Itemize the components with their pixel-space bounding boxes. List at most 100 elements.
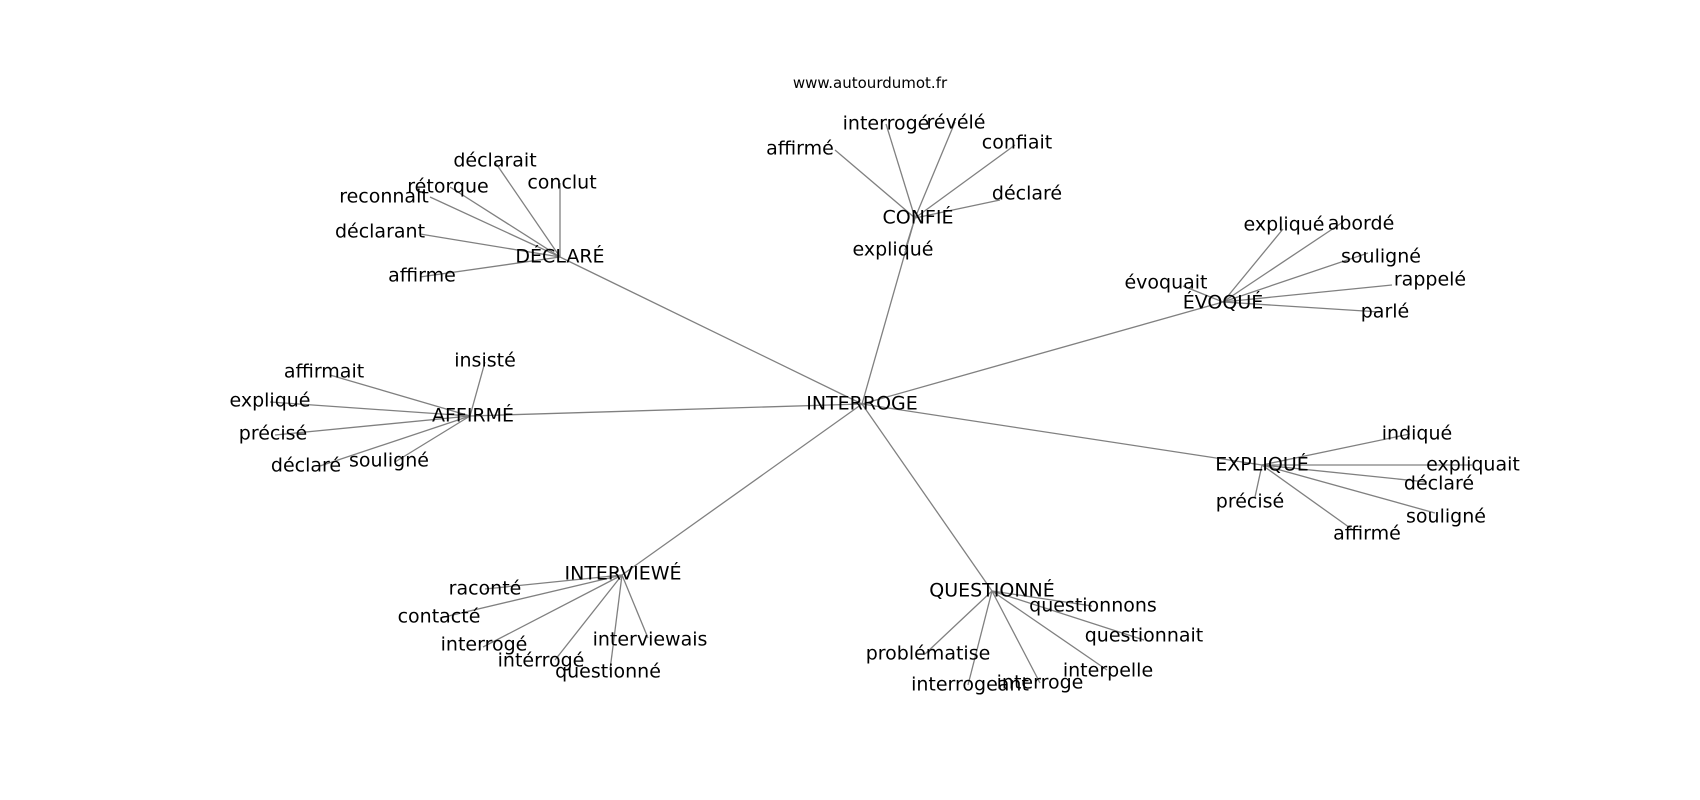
- leaf-node: évoquait: [1124, 272, 1207, 294]
- edge-hub-leaf: [1222, 301, 1381, 313]
- edge-center-hub: [861, 301, 1224, 405]
- edge-center-hub: [861, 403, 1263, 466]
- hub-node: AFFIRMÉ: [432, 404, 514, 427]
- edge-hub-leaf: [904, 217, 916, 251]
- edge-hub-leaf: [419, 256, 561, 278]
- edge-center-hub: [559, 256, 863, 405]
- edge-hub-leaf: [914, 121, 956, 219]
- leaf-node: raconté: [449, 578, 522, 600]
- leaf-node: contacté: [398, 606, 481, 628]
- graph-edges: [269, 121, 1472, 686]
- leaf-node: affirme: [388, 265, 456, 287]
- hub-node: ÉVOQUÉ: [1183, 291, 1264, 314]
- leaf-node: déclarant: [335, 221, 425, 243]
- edge-hub-leaf: [914, 144, 1016, 219]
- leaf-node: interroge: [997, 672, 1084, 694]
- leaf-node: abordé: [1328, 213, 1395, 235]
- center-node: INTERROGE: [806, 393, 918, 415]
- leaf-node: déclaré: [1404, 473, 1474, 495]
- hub-node: CONFIÉ: [883, 206, 954, 229]
- edge-center-hub: [861, 217, 916, 405]
- hub-node: INTERVIEWÉ: [565, 562, 682, 585]
- edge-hub-leaf: [991, 590, 1041, 684]
- edge-hub-leaf: [991, 590, 1093, 607]
- edge-hub-leaf: [914, 199, 1001, 219]
- edge-hub-leaf: [494, 161, 561, 258]
- leaf-node: indiqué: [1382, 423, 1452, 445]
- leaf-node: intérrogé: [498, 650, 585, 672]
- hub-node: DÉCLARÉ: [515, 245, 604, 268]
- leaf-node: affirmé: [1333, 523, 1401, 545]
- edge-hub-leaf: [319, 415, 471, 467]
- edge-hub-leaf: [1222, 252, 1369, 303]
- edge-hub-leaf: [1261, 433, 1411, 466]
- edge-hub-leaf: [1254, 464, 1263, 498]
- edge-hub-leaf: [924, 590, 993, 655]
- edge-hub-leaf: [554, 574, 623, 661]
- edge-hub-leaf: [419, 233, 561, 258]
- edge-hub-leaf: [394, 415, 471, 463]
- hub-node: QUESTIONNÉ: [929, 579, 1055, 602]
- leaf-node: souligné: [1406, 506, 1486, 528]
- edge-hub-leaf: [329, 374, 471, 417]
- edge-hub-leaf: [1222, 228, 1284, 303]
- source-label: www.autourdumot.fr: [793, 74, 948, 92]
- edge-hub-leaf: [482, 574, 623, 648]
- edge-hub-leaf: [429, 196, 561, 258]
- leaf-node: parlé: [1361, 301, 1409, 323]
- edge-hub-leaf: [269, 401, 471, 417]
- edge-hub-leaf: [991, 590, 1108, 671]
- leaf-node: questionné: [555, 661, 661, 683]
- hub-node: EXPLIQUÉ: [1215, 453, 1309, 476]
- edge-hub-leaf: [449, 186, 561, 258]
- leaf-node: affirmé: [766, 138, 834, 160]
- leaf-node: problématise: [866, 643, 991, 665]
- edge-hub-leaf: [1182, 285, 1224, 303]
- graph-labels: www.autourdumot.fr INTERROGE DÉCLARÉ décl…: [229, 74, 1519, 696]
- leaf-node: rétorque: [407, 176, 488, 198]
- edge-hub-leaf: [1261, 464, 1354, 531]
- leaf-node: reconnait: [339, 186, 429, 208]
- leaf-node: souligné: [349, 450, 429, 472]
- edge-hub-leaf: [609, 574, 623, 671]
- edge-hub-leaf: [274, 415, 471, 436]
- leaf-node: expliqué: [1243, 214, 1324, 236]
- edge-center-hub: [469, 403, 863, 417]
- leaf-node: expliqué: [229, 390, 310, 412]
- edge-hub-leaf: [1222, 221, 1344, 303]
- leaf-node: expliqué: [852, 239, 933, 261]
- edge-hub-leaf: [1261, 464, 1436, 514]
- leaf-node: déclaré: [271, 455, 341, 477]
- edge-hub-leaf: [484, 574, 623, 590]
- leaf-node: interrogé: [441, 634, 528, 656]
- leaf-node: précisé: [1216, 491, 1284, 513]
- edge-hub-leaf: [1222, 284, 1393, 303]
- leaf-node: précisé: [239, 423, 307, 445]
- leaf-node: interrogé: [843, 113, 930, 135]
- edge-hub-leaf: [967, 590, 993, 686]
- leaf-node: questionnons: [1029, 595, 1157, 617]
- edge-hub-leaf: [1261, 464, 1428, 483]
- leaf-node: déclarait: [453, 150, 536, 172]
- edge-center-hub: [621, 403, 863, 576]
- leaf-node: conclut: [527, 172, 596, 194]
- edge-hub-leaf: [439, 574, 623, 619]
- leaf-node: déclaré: [992, 183, 1062, 205]
- edge-hub-leaf: [991, 590, 1145, 641]
- leaf-node: rappelé: [1394, 269, 1466, 291]
- leaf-node: confiait: [982, 132, 1052, 154]
- leaf-node: souligné: [1341, 246, 1421, 268]
- edge-center-hub: [861, 403, 993, 592]
- edge-hub-leaf: [885, 123, 916, 219]
- leaf-node: insisté: [454, 350, 516, 372]
- edge-hub-leaf: [834, 149, 916, 219]
- leaf-node: interviewais: [593, 629, 708, 651]
- edge-hub-leaf: [469, 361, 486, 417]
- edge-hub-leaf: [621, 574, 649, 639]
- leaf-node: interrogeant: [911, 674, 1029, 696]
- leaf-node: affirmait: [284, 361, 364, 383]
- leaf-node: interpelle: [1063, 660, 1153, 682]
- leaf-node: expliquait: [1426, 454, 1520, 476]
- leaf-node: questionnait: [1085, 625, 1204, 647]
